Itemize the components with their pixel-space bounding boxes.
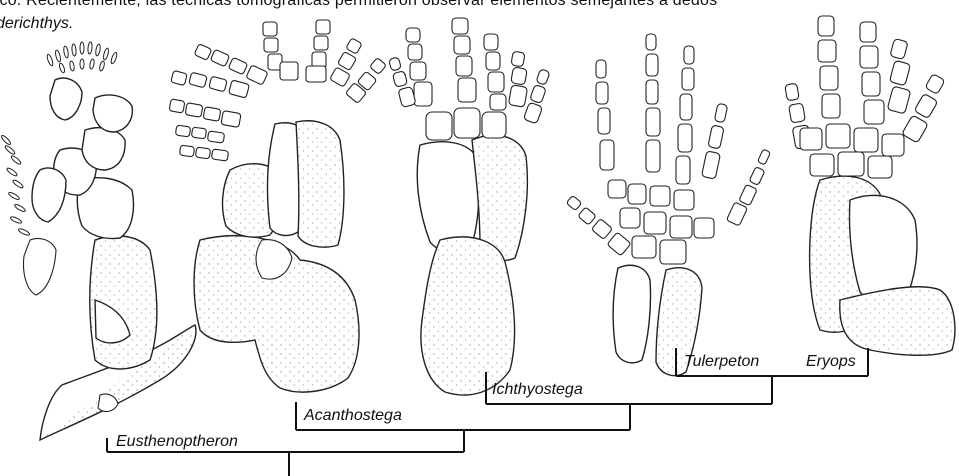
eryops-limb-drawing <box>785 16 955 355</box>
label-ichthyostega: Ichthyostega <box>492 381 583 398</box>
acanthostega-limb-drawing <box>169 20 386 392</box>
tulerpeton-limb-drawing <box>566 34 770 376</box>
ichthyostega-limb-drawing <box>389 18 550 395</box>
label-acanthostega: Acanthostega <box>303 407 402 424</box>
label-eusthenopteron: Eusthenoptheron <box>116 433 238 450</box>
label-tulerpeton: Tulerpeton <box>684 353 759 370</box>
eusthenopteron-fin-drawing <box>0 42 196 440</box>
label-eryops: Eryops <box>806 353 856 370</box>
